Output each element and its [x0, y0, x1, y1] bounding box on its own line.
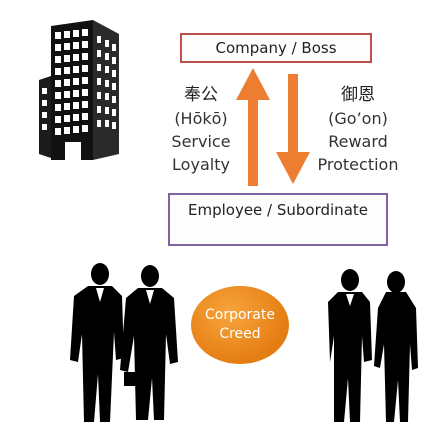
goon-column: 御恩 (Go’on) Reward Protection: [312, 84, 404, 176]
employee-subordinate-box: Employee / Subordinate: [168, 193, 388, 246]
hoko-loyalty: Loyalty: [172, 155, 230, 174]
hoko-romaji: (Hōkō): [174, 109, 228, 128]
company-boss-box: Company / Boss: [180, 33, 372, 63]
employee-subordinate-label: Employee / Subordinate: [187, 201, 368, 219]
businessmen-silhouette-icon: [70, 263, 178, 422]
creed-label: Creed: [219, 326, 261, 342]
goon-kanji: 御恩: [341, 85, 375, 105]
office-building-icon: [39, 20, 119, 160]
company-boss-label: Company / Boss: [215, 39, 337, 57]
goon-reward: Reward: [328, 132, 388, 151]
businesspeople-silhouette-icon: [328, 269, 418, 422]
arrow-up-icon: [236, 68, 270, 186]
hoko-kanji: 奉公: [184, 85, 218, 105]
corporate-label: Corporate: [205, 307, 275, 323]
arrow-down-icon: [276, 74, 310, 184]
hoko-column: 奉公 (Hōkō) Service Loyalty: [168, 84, 234, 176]
corporate-creed-oval: Corporate Creed: [191, 286, 289, 364]
goon-romaji: (Go’on): [328, 109, 388, 128]
hoko-service: Service: [171, 132, 231, 151]
goon-protection: Protection: [317, 155, 399, 174]
